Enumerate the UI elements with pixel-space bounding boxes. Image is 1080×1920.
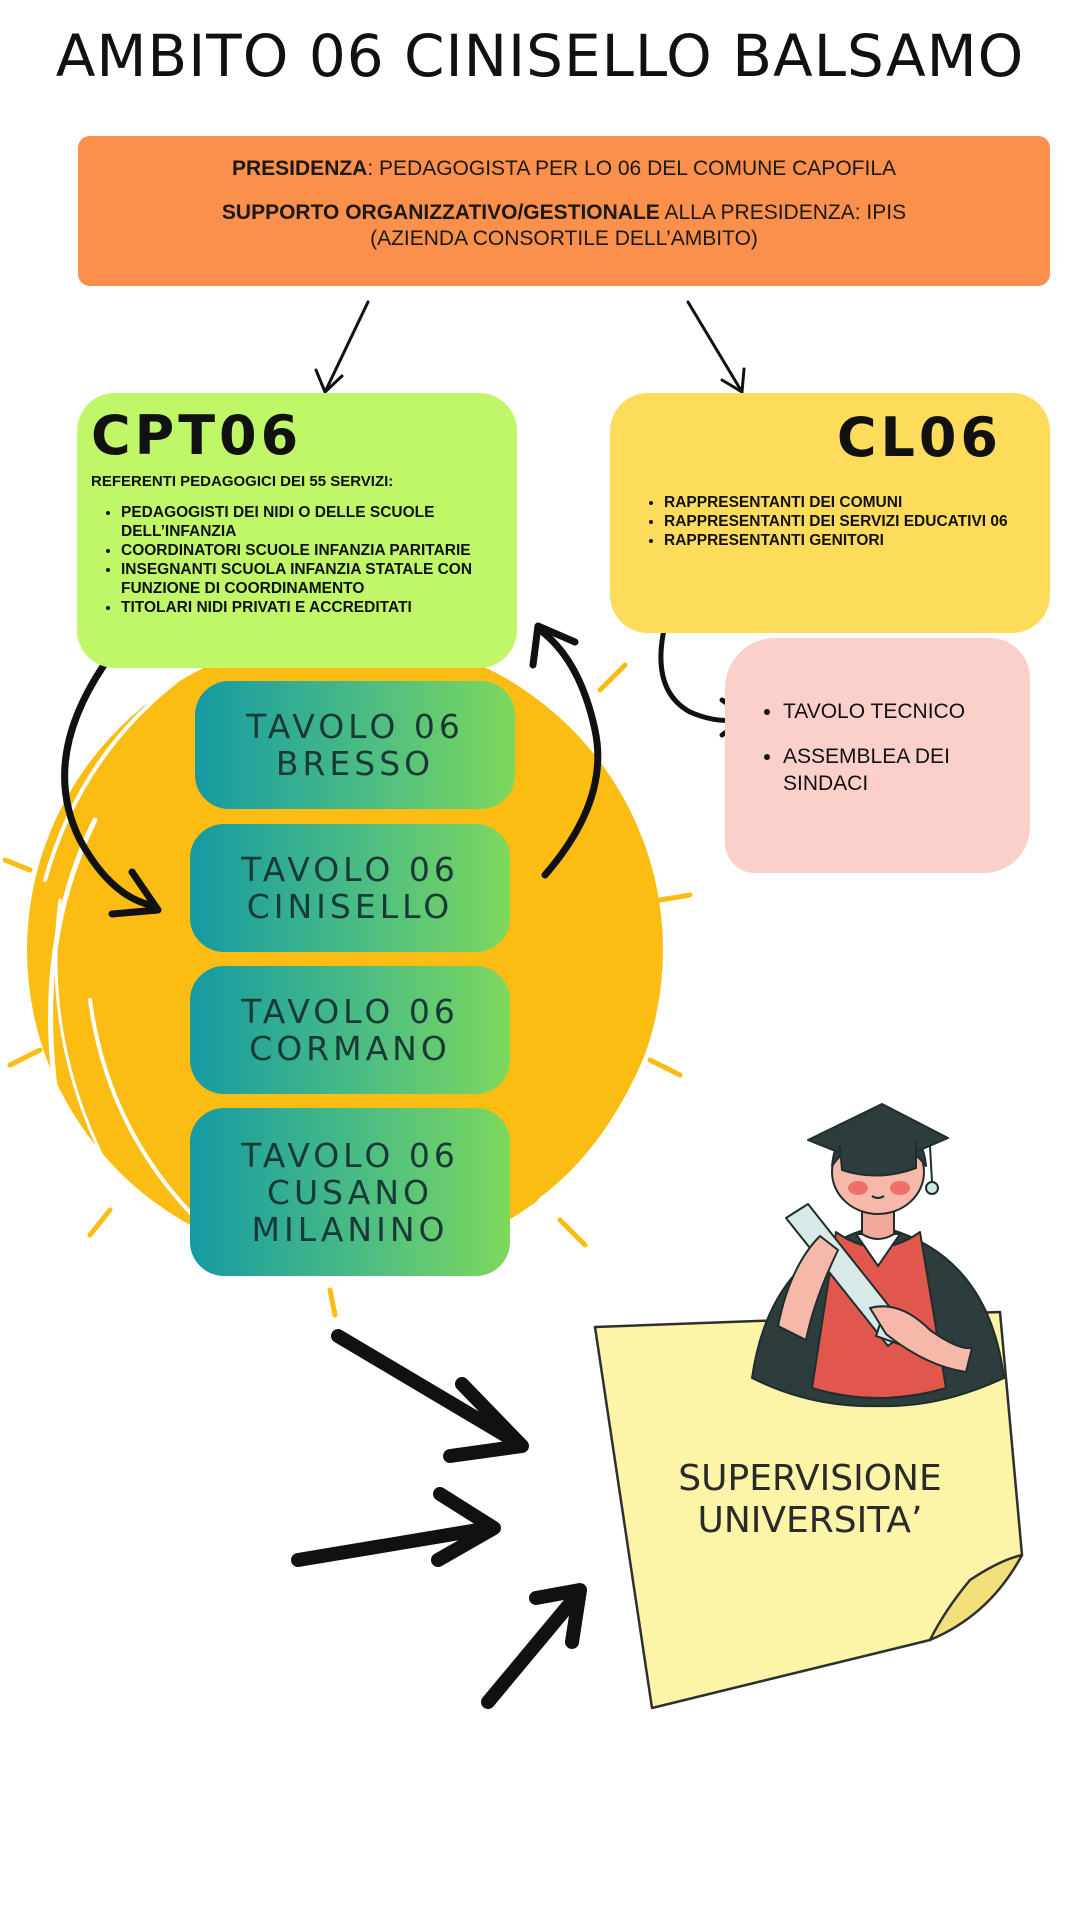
arrowhead-icon [529,1583,587,1649]
tavolo-name: CORMANO [249,1029,451,1068]
cl06-sub-box: TAVOLO TECNICO ASSEMBLEA DEI SINDACI [725,638,1030,873]
tavolo-cusano-milanino: TAVOLO 06 CUSANO MILANINO [190,1108,510,1276]
presidenza-label: PRESIDENZA [232,157,368,180]
arrowhead-icon [108,868,162,918]
tavolo-bresso: TAVOLO 06 BRESSO [195,681,515,809]
supporto-text: ALLA PRESIDENZA: IPIS [659,201,907,224]
supervisione-line: SUPERVISIONE [678,1458,942,1499]
tavolo-label: TAVOLO 06 [241,992,459,1031]
list-item: TITOLARI NIDI PRIVATI E ACCREDITATI [121,598,499,617]
list-item: RAPPRESENTANTI GENITORI [664,531,1026,550]
tavolo-cinisello: TAVOLO 06 CINISELLO [190,824,510,952]
cl06-list: RAPPRESENTANTI DEI COMUNI RAPPRESENTANTI… [634,493,1026,550]
supporto-label: SUPPORTO ORGANIZZATIVO/GESTIONALE [221,201,660,224]
page-title: AMBITO 06 CINISELLO BALSAMO [55,22,1025,90]
cl06-sub-list: TAVOLO TECNICO ASSEMBLEA DEI SINDACI [755,698,1010,797]
list-item: PEDAGOGISTI DEI NIDI O DELLE SCUOLE DELL… [121,503,499,541]
list-item: RAPPRESENTANTI DEI COMUNI [664,493,1026,512]
sticky-note [593,1310,1024,1710]
supervisione-line: UNIVERSITA’ [697,1500,923,1541]
list-item: TAVOLO TECNICO [783,698,1010,725]
list-item: RAPPRESENTANTI DEI SERVIZI EDUCATIVI 06 [664,512,1026,531]
tavolo-name: CINISELLO [246,887,454,926]
tavolo-name: CUSANO [266,1172,433,1212]
cycle-arrow-left-icon [61,661,154,909]
cl06-title: CL06 [836,406,1002,469]
cpt06-subtitle: REFERENTI PEDAGOGICI DEI 55 SERVIZI: [91,473,394,490]
arrow-supervisione-2-icon [291,1521,497,1567]
tavolo-name: BRESSO [275,744,435,783]
arrowhead-icon [720,367,746,394]
presidenza-box: PRESIDENZA: PEDAGOGISTA PER LO 06 DEL CO… [78,136,1050,286]
tavolo-label: TAVOLO 06 [246,707,464,746]
arrowhead-icon [529,622,579,669]
tavolo-cormano: TAVOLO 06 CORMANO [190,966,510,1094]
list-item: INSEGNANTI SCUOLA INFANZIA STATALE CON F… [121,560,499,598]
cpt06-list: PEDAGOGISTI DEI NIDI O DELLE SCUOLE DELL… [91,503,499,617]
presidenza-line: PRESIDENZA: PEDAGOGISTA PER LO 06 DEL CO… [78,156,1050,182]
arrow-supervisione-3-icon [481,1587,585,1709]
graduate-icon [751,1103,1005,1408]
cpt06-title: CPT06 [91,404,303,467]
arrow-to-cl-icon [686,300,744,394]
tavolo-name-2: MILANINO [251,1209,449,1249]
arrow-to-cpt-icon [323,300,370,394]
supervisione-text: SUPERVISIONE UNIVERSITA’ [630,1458,990,1542]
cycle-arrow-right-icon [536,626,602,879]
arrow-supervisione-1-icon [331,1329,527,1451]
list-item: COORDINATORI SCUOLE INFANZIA PARITARIE [121,541,499,560]
supporto-subtext: (AZIENDA CONSORTILE DELL’AMBITO) [370,227,758,250]
supporto-line: SUPPORTO ORGANIZZATIVO/GESTIONALE ALLA P… [78,200,1050,226]
tavolo-label: TAVOLO 06 [241,850,459,889]
tavolo-label: TAVOLO 06 [241,1135,459,1175]
arrowhead-icon [314,368,344,394]
cl06-box: CL06 RAPPRESENTANTI DEI COMUNI RAPPRESEN… [610,393,1050,633]
arrowhead-icon [443,1377,529,1463]
cpt06-box: CPT06 REFERENTI PEDAGOGICI DEI 55 SERVIZ… [77,393,517,668]
arrowhead-icon [431,1487,501,1567]
list-item: ASSEMBLEA DEI SINDACI [783,743,1010,797]
presidenza-text: : PEDAGOGISTA PER LO 06 DEL COMUNE CAPOF… [367,157,896,180]
